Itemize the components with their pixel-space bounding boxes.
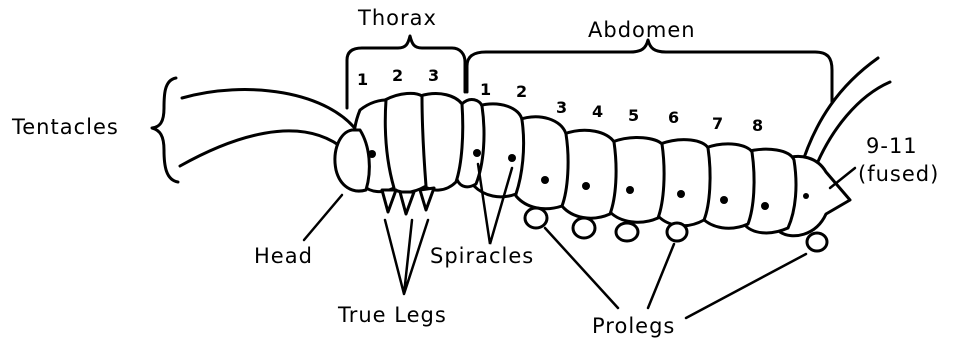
true-leg-1 xyxy=(382,190,396,212)
tentacle-upper xyxy=(182,90,360,135)
abdomen-segment-number: 6 xyxy=(668,110,679,126)
thorax-segment-number: 2 xyxy=(392,68,403,84)
thorax-label: Thorax xyxy=(358,8,437,29)
abdomen-label: Abdomen xyxy=(588,20,696,41)
thorax-segment-number: 1 xyxy=(357,72,368,88)
prolegs-pointer-3 xyxy=(686,254,806,318)
proleg-3 xyxy=(616,223,638,241)
spiracle-t1 xyxy=(473,149,481,157)
spiracle-a6 xyxy=(720,196,728,204)
prolegs-label: Prolegs xyxy=(592,316,675,337)
abdomen-segment-number: 5 xyxy=(628,108,639,124)
spiracle-a5 xyxy=(677,190,685,198)
abdomen-segment-number: 1 xyxy=(480,82,491,98)
abdomen-segment-number: 7 xyxy=(712,116,723,132)
tentacle-lower xyxy=(180,131,345,166)
spiracle-a7 xyxy=(761,202,769,210)
head-capsule xyxy=(335,130,369,191)
proleg-4 xyxy=(667,223,687,241)
thorax-segment-number: 3 xyxy=(428,68,439,84)
abdomen-segment-number: 2 xyxy=(516,84,527,100)
head-label: Head xyxy=(254,246,313,267)
proleg-2 xyxy=(573,218,595,238)
tentacles-brace xyxy=(152,78,178,182)
fused-note-label: (fused) xyxy=(858,164,939,185)
prolegs-pointer-1 xyxy=(545,228,618,308)
spiracle-head xyxy=(368,150,376,158)
true-legs-pointer xyxy=(385,220,428,294)
abdomen-segment-number: 8 xyxy=(752,118,763,134)
true-legs-label: True Legs xyxy=(338,305,447,326)
spiracle-a4 xyxy=(626,186,634,194)
fused-range-label: 9-11 xyxy=(866,136,918,157)
proleg-1 xyxy=(525,208,547,228)
head-pointer xyxy=(304,195,342,240)
spiracle-a1 xyxy=(508,154,516,162)
spiracle-a2 xyxy=(541,176,549,184)
spiracle-a3 xyxy=(582,182,590,190)
abdomen-segment-number: 3 xyxy=(556,100,567,116)
true-leg-3 xyxy=(420,188,434,210)
prolegs-pointer-2 xyxy=(648,244,674,308)
true-leg-2 xyxy=(400,192,414,214)
abdomen-segment-number: 4 xyxy=(592,104,603,120)
spiracles-label: Spiracles xyxy=(430,246,534,267)
fused-pointer xyxy=(830,168,855,188)
proleg-terminal xyxy=(807,233,827,251)
spiracle-a8 xyxy=(803,193,809,199)
tentacles-label: Tentacles xyxy=(12,117,119,138)
